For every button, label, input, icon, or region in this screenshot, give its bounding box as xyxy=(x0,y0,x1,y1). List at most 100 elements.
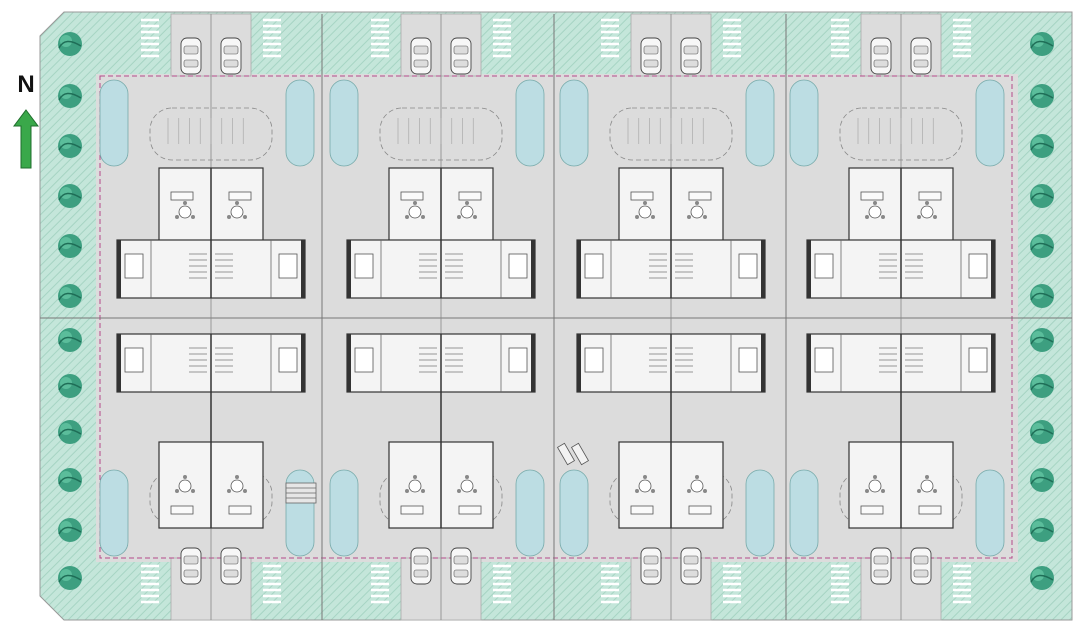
chair xyxy=(643,201,647,205)
chair xyxy=(703,489,707,493)
bed xyxy=(968,347,988,373)
chair xyxy=(925,201,929,205)
tree-icon xyxy=(58,84,82,108)
car-body xyxy=(870,547,892,585)
pool xyxy=(329,469,359,557)
pool xyxy=(789,79,819,167)
chair xyxy=(235,201,239,205)
car-rear-window xyxy=(683,59,699,68)
bed xyxy=(814,253,834,279)
car-body xyxy=(180,547,202,585)
dining-table xyxy=(868,205,882,219)
villa-pair xyxy=(346,167,536,299)
car-rear-window xyxy=(913,59,929,68)
tree-shadow xyxy=(58,92,82,101)
tree-icon xyxy=(58,420,82,444)
chair xyxy=(635,215,639,219)
bed xyxy=(738,347,758,373)
car-body xyxy=(180,37,202,75)
car-windshield xyxy=(183,555,199,565)
chair xyxy=(635,489,639,493)
sofa xyxy=(688,505,712,515)
tree-icon xyxy=(1030,468,1054,492)
car-rear-window xyxy=(873,59,889,68)
tree-icon xyxy=(58,468,82,492)
car-windshield xyxy=(643,45,659,55)
parking-bay xyxy=(141,564,159,604)
villa-pair xyxy=(346,333,536,529)
car-icon xyxy=(180,547,202,585)
car-body xyxy=(640,37,662,75)
car-rear-window xyxy=(873,569,889,578)
parking-bay xyxy=(141,18,159,58)
car-body xyxy=(870,37,892,75)
chair xyxy=(933,215,937,219)
chair xyxy=(227,489,231,493)
car-body xyxy=(450,547,472,585)
tree-icon xyxy=(58,184,82,208)
tree-icon xyxy=(1030,566,1054,590)
parking-stripes xyxy=(141,18,971,604)
car-icon xyxy=(910,37,932,75)
pool xyxy=(515,79,545,167)
car-icon xyxy=(910,547,932,585)
chair xyxy=(881,215,885,219)
car-icon xyxy=(640,547,662,585)
chair xyxy=(243,215,247,219)
chair xyxy=(865,215,869,219)
tree-shadow xyxy=(58,428,82,437)
chair xyxy=(191,215,195,219)
car-body xyxy=(410,37,432,75)
car-icon xyxy=(220,547,242,585)
car-body xyxy=(910,547,932,585)
car-windshield xyxy=(683,555,699,565)
chair xyxy=(687,215,691,219)
car-windshield xyxy=(453,555,469,565)
terrace-outline xyxy=(839,107,963,161)
trees xyxy=(58,32,1054,590)
tree-icon xyxy=(58,566,82,590)
sofa xyxy=(860,191,884,201)
parking-bay xyxy=(371,564,389,604)
tree-shadow xyxy=(58,192,82,201)
chair xyxy=(917,215,921,219)
parking-bay xyxy=(371,18,389,58)
car-windshield xyxy=(223,555,239,565)
garden-steps xyxy=(285,482,317,504)
chair xyxy=(457,215,461,219)
property-boundary xyxy=(99,75,1013,559)
wall xyxy=(807,334,811,392)
sofa xyxy=(228,191,252,201)
tree-icon xyxy=(58,234,82,258)
tree-shadow xyxy=(1030,242,1054,251)
car-icon xyxy=(680,37,702,75)
chair xyxy=(687,489,691,493)
car-body xyxy=(450,37,472,75)
bed xyxy=(278,347,298,373)
tree-shadow xyxy=(58,574,82,583)
dining-table xyxy=(920,205,934,219)
tree-shadow xyxy=(1030,40,1054,49)
tree-icon xyxy=(1030,134,1054,158)
car-rear-window xyxy=(643,569,659,578)
pool xyxy=(559,469,589,557)
pool xyxy=(975,79,1005,167)
tree-icon xyxy=(1030,84,1054,108)
dining-table xyxy=(460,479,474,493)
tree-icon xyxy=(1030,184,1054,208)
tree-icon xyxy=(1030,234,1054,258)
bed xyxy=(508,253,528,279)
sofa xyxy=(458,505,482,515)
chair xyxy=(651,215,655,219)
pool xyxy=(975,469,1005,557)
car-rear-window xyxy=(413,569,429,578)
chair xyxy=(191,489,195,493)
dining-table xyxy=(690,479,704,493)
car-icon xyxy=(450,547,472,585)
wall xyxy=(991,334,995,392)
chair xyxy=(235,475,239,479)
wall xyxy=(347,240,351,298)
chair xyxy=(933,489,937,493)
dining-table xyxy=(178,205,192,219)
pool xyxy=(559,79,589,167)
